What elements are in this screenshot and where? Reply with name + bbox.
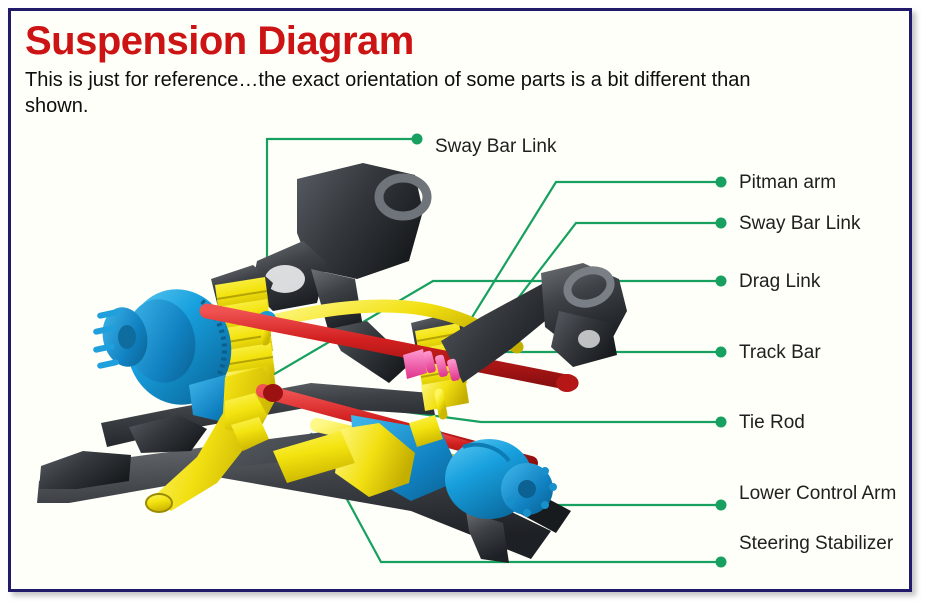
track-bar-joint-right [556,374,578,392]
frame-tab-rear [466,511,509,563]
bracket-hole-left [265,265,305,293]
suspension-artwork [37,163,627,563]
dot-pitman-arm [715,176,727,188]
callout-label-sway-bar-link-top: Sway Bar Link [435,136,557,157]
bracket-yellow-left [231,417,269,451]
bracket-yellow-right [409,415,443,447]
rotor-vane-edge-left [200,299,227,384]
pitman-arm-ring [563,266,615,308]
callout-label-pitman-arm: Pitman arm [739,172,837,193]
dot-tie-rod [715,416,727,428]
callout-label-track-bar: Track Bar [739,342,821,363]
bracket-hole-right [578,330,600,348]
callout-label-sway-bar-link-right: Sway Bar Link [739,213,861,234]
dot-steering-stabilizer [715,556,727,568]
bracket-stem [311,269,363,333]
right-frame-arm [441,279,567,383]
suspension-illustration [37,133,727,568]
callout-dots [411,133,727,568]
header: Suspension Diagram This is just for refe… [25,17,855,119]
dot-drag-link [715,275,727,287]
dot-lower-control-arm [715,499,727,511]
dot-track-bar [715,346,727,358]
track-bar [199,303,579,391]
diagram-card: Suspension Diagram This is just for refe… [8,8,912,592]
dot-sway-bar-link-top [411,133,423,145]
page-subtitle: This is just for reference…the exact ori… [25,69,751,117]
frame-upper-arm [101,383,435,447]
callout-label-steering-stabilizer: Steering Stabilizer [739,533,894,554]
bracket-ring-upper [374,173,432,221]
control-arm-bushing-left [145,493,173,513]
frame-bracket-lower-left [129,415,207,453]
brake-line-right [462,442,511,463]
page-title: Suspension Diagram [25,19,414,63]
dot-sway-bar-link-right [715,217,727,229]
lug-studs-left [93,309,119,369]
control-arm-right-tail [273,431,355,483]
axle-center-right [518,480,536,498]
callout-label-lower-control-arm: Lower Control Arm [739,483,897,504]
callout-label-drag-link: Drag Link [739,271,821,292]
shock-tower-bracket [297,163,423,279]
leader-drag-link [253,279,719,387]
hub-center-left [118,325,136,349]
tie-rod-end-left [263,384,283,402]
sway-bar-link-right-part [434,388,448,420]
frame-crossmember-front [39,451,131,489]
lower-control-arm-right [335,423,415,497]
callout-label-tie-rod: Tie Rod [739,412,805,433]
bushing-group [403,349,460,382]
rotor-hat-left [126,299,196,383]
leader-pitman-arm [447,180,719,357]
lug-studs-right [507,467,557,517]
